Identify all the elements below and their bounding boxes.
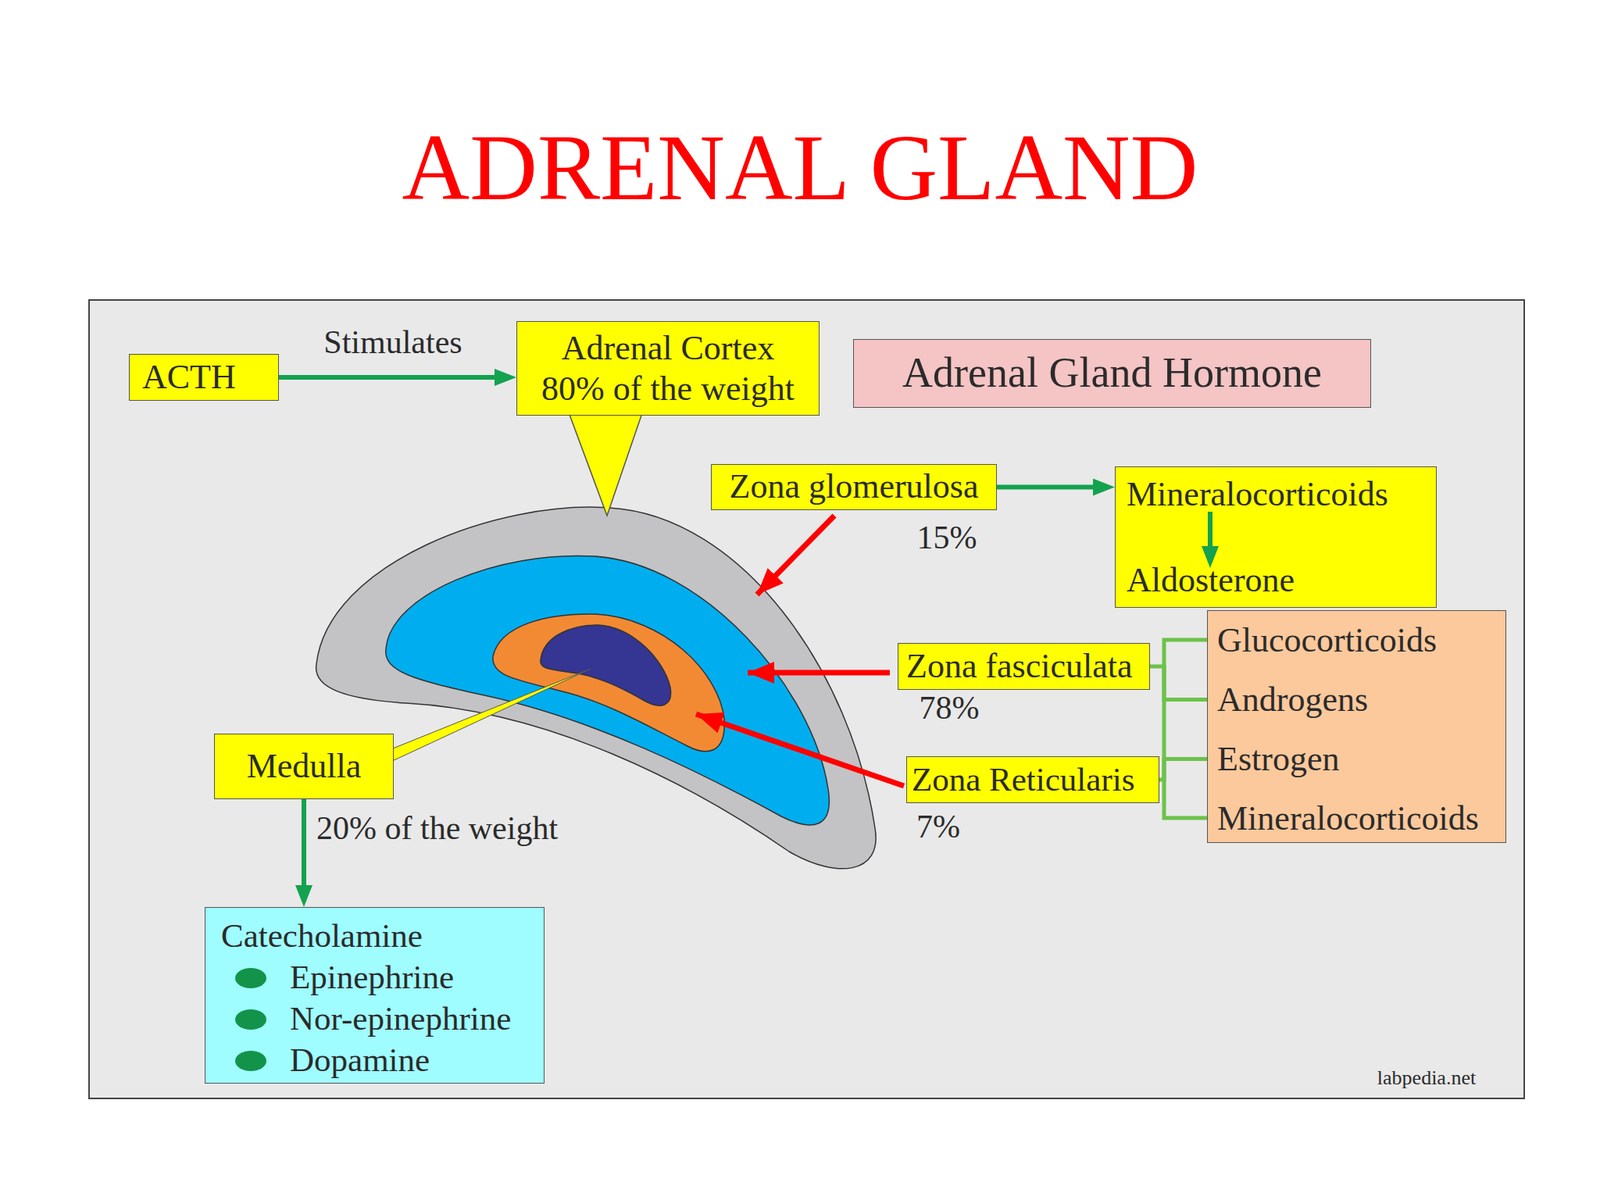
callout-pointer (566, 406, 645, 516)
bullet-dot (235, 1009, 267, 1030)
bracket-connector (1159, 759, 1208, 781)
hormone-bracket (1164, 639, 1208, 818)
node-text: Zona Reticularis (911, 760, 1135, 798)
weight-note: 20% of the weight (316, 807, 598, 849)
node-text: 80% of the weight (541, 369, 795, 408)
node-text: Nor-epinephrine (289, 1000, 511, 1037)
adrenal-capsule (316, 507, 877, 869)
node-text: Estrogen (1217, 739, 1340, 779)
node-text: Adrenal Cortex (561, 328, 775, 368)
percent-label: 15% (907, 517, 986, 558)
hormone-list-box: GlucocorticoidsAndrogensEstrogenMineralo… (1207, 610, 1507, 843)
bullet-dot (235, 1050, 267, 1072)
node-text: Catecholamine (221, 917, 423, 954)
catecholamine-box: CatecholamineEpinephrineNor-epinephrineD… (204, 907, 545, 1084)
diagram-frame (89, 300, 1525, 1099)
medulla-layer (540, 625, 672, 706)
diagram-title: ADRENAL GLAND (0, 109, 1600, 227)
node-text: Epinephrine (289, 958, 454, 996)
node-text: Medulla (246, 746, 362, 786)
flow-arrow (278, 375, 508, 380)
zona-reticularis-layer (492, 614, 725, 752)
pointer-arrow (696, 714, 904, 786)
medulla-leader (389, 668, 591, 763)
percent-label: 7% (899, 806, 978, 847)
node-text: Zona fasciculata (906, 646, 1133, 686)
percent-label: 78% (910, 687, 989, 729)
bracket-connector (1150, 666, 1208, 700)
zone-box: Zona fasciculata (897, 642, 1150, 690)
watermark: labpedia.net (1348, 1065, 1505, 1091)
node-text: Glucocorticoids (1217, 621, 1437, 660)
zona-glomerulosa-layer (385, 555, 830, 825)
flow-arrow (996, 485, 1106, 490)
flow-arrow (301, 799, 307, 898)
bullet-dot (235, 967, 267, 989)
zone-box: Zona glomerulosa (710, 464, 997, 511)
node-text: Zona glomerulosa (729, 467, 979, 506)
node-text: Mineralocorticoids (1126, 475, 1389, 514)
heading-box: Adrenal Gland Hormone (853, 339, 1372, 408)
pointer-arrow (747, 670, 890, 676)
pointer-arrow (757, 515, 835, 595)
edge-label: Stimulates (323, 322, 462, 362)
inner-arrow (1207, 511, 1213, 559)
callout-box: Adrenal Cortex80% of the weight (516, 321, 820, 416)
node-text: Adrenal Gland Hormone (902, 349, 1322, 397)
hormone-box: MineralocorticoidsAldosterone (1114, 466, 1437, 608)
medulla-box: Medulla (214, 733, 394, 800)
node-text: Mineralocorticoids (1217, 799, 1479, 838)
node-text: Dopamine (289, 1041, 430, 1079)
node-text: ACTH (142, 357, 236, 397)
hormone-box: ACTH (128, 353, 279, 401)
zone-box: Zona Reticularis (906, 756, 1160, 804)
node-text: Androgens (1217, 680, 1368, 719)
node-text: Aldosterone (1126, 560, 1295, 600)
